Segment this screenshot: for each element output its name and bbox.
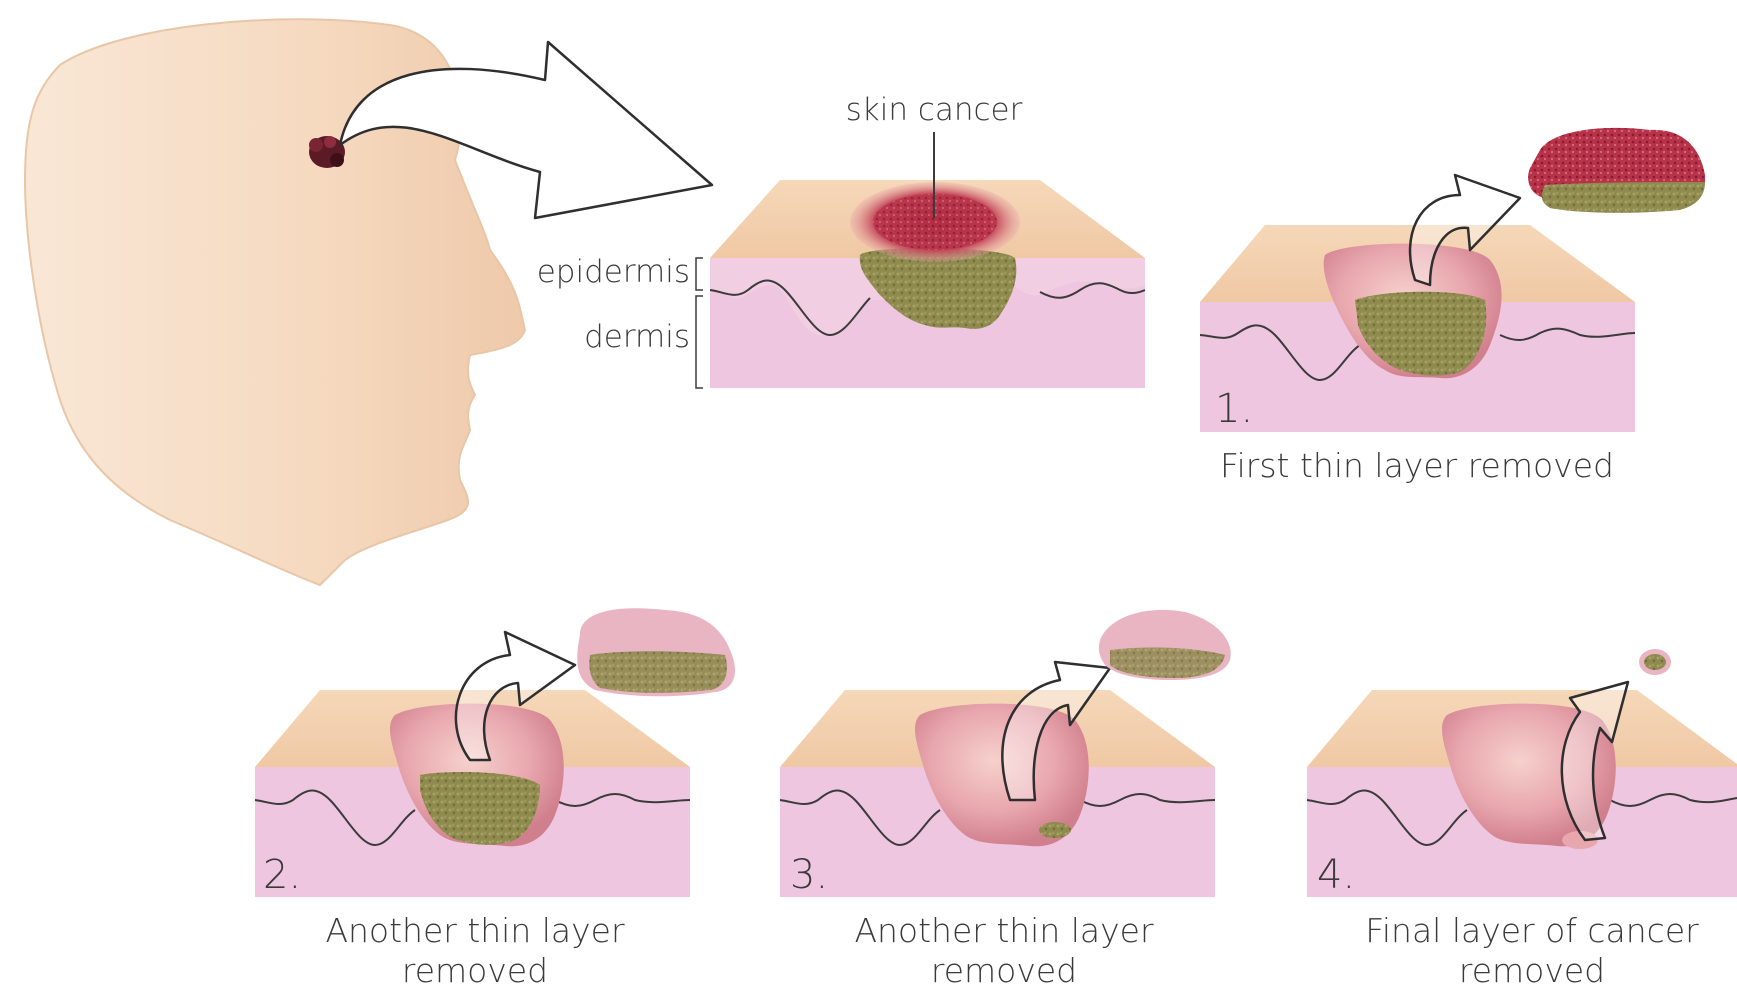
epidermis-bracket (696, 258, 703, 290)
epidermis-label: epidermis (537, 254, 690, 290)
step-3-number: 3. (790, 852, 828, 898)
step-1-removed-tissue (1528, 128, 1705, 213)
step-1-number: 1. (1215, 386, 1253, 432)
step-2-caption-line-2: removed (402, 951, 548, 990)
step-3-block (780, 690, 1215, 897)
step-3-caption-line-1: Another thin layer (854, 911, 1154, 950)
skin-cross-section-main (710, 132, 1145, 388)
step-2-removed-tissue (577, 608, 735, 696)
forehead-lesion (309, 136, 345, 168)
step-4-caption-line-2: removed (1459, 951, 1605, 990)
skin-cancer-label: skin cancer (846, 92, 1023, 128)
step-4-block (1307, 690, 1737, 897)
dermis-label: dermis (584, 319, 690, 355)
step-4-number: 4. (1317, 852, 1355, 898)
step-4-caption-line-1: Final layer of cancer (1365, 911, 1699, 950)
step-3-removed-tissue (1099, 610, 1231, 680)
step-1-caption: First thin layer removed (1220, 446, 1614, 485)
step-2-caption-line-1: Another thin layer (325, 911, 625, 950)
dermis-bracket (696, 296, 703, 388)
step-3-caption-line-2: removed (931, 951, 1077, 990)
step-4-removed-tissue (1639, 649, 1671, 675)
step-2-number: 2. (263, 852, 301, 898)
